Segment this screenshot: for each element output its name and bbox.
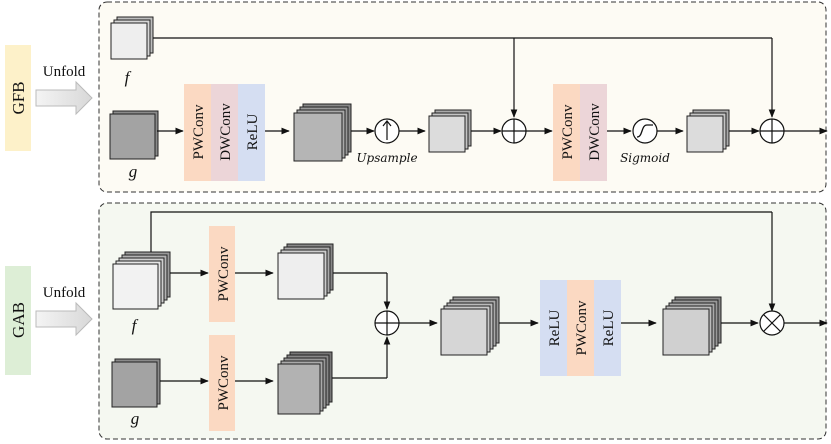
gab-f-block: [112, 251, 171, 310]
gfb-g-label: g: [129, 162, 138, 181]
gab-attn-feature-block: [662, 296, 722, 356]
gab-pwconv2-box: [567, 280, 594, 376]
gfb-feature-block-2: [428, 109, 472, 153]
gfb-upsample-label: Upsample: [356, 151, 417, 165]
gfb-unfold-arrow: [35, 80, 93, 116]
gfb-g-block: [109, 110, 159, 160]
gab-pwconv-f-label: PWConv: [216, 246, 232, 302]
gfb-feature-block-3: [686, 109, 730, 153]
add-icon-2: [759, 118, 785, 144]
sigmoid-icon: [632, 118, 658, 144]
gab-f-feature-block: [277, 243, 334, 300]
gab-label: GAB: [9, 302, 28, 338]
gab-pwconv-g-label: PWConv: [216, 355, 232, 411]
gab-f-label: f: [132, 316, 139, 335]
gab-pwconv-f-box: [209, 226, 235, 322]
gfb-pwconv2-label: PWConv: [560, 104, 576, 160]
gfb-label: GFB: [9, 81, 28, 114]
gfb-relu-box: [238, 84, 265, 181]
gab-unfold-label: Unfold: [43, 285, 86, 301]
gfb-pwconv-label: PWConv: [191, 104, 207, 160]
gfb-sigmoid-label: Sigmoid: [620, 151, 670, 165]
gfb-relu-label: ReLU: [245, 114, 261, 151]
gfb-pwconv2-box: [553, 84, 580, 181]
gfb-feature-block-1: [293, 103, 352, 162]
gab-label-box: [5, 266, 31, 375]
gfb-pwconv-box: [184, 84, 211, 181]
gab-g-block: [111, 358, 161, 408]
gab-sum-feature-block: [440, 296, 500, 356]
gfb-dwconv-box: [211, 84, 238, 181]
gfb-unfold-label: Unfold: [43, 64, 86, 80]
gfb-dwconv-label: DWConv: [218, 103, 234, 161]
gfb-f-block: [110, 16, 154, 60]
gab-relu1-label: ReLU: [547, 310, 563, 347]
gab-unfold-arrow: [35, 301, 93, 337]
gab-pwconv2-label: PWConv: [574, 300, 590, 356]
gab-relu2-label: ReLU: [601, 310, 617, 347]
gab-relu1-box: [540, 280, 567, 376]
gab-relu2-box: [594, 280, 621, 376]
gfb-label-box: [5, 45, 31, 151]
upsample-icon: [374, 118, 400, 144]
multiply-icon: [759, 310, 785, 336]
gab-g-feature-block: [277, 351, 333, 415]
add-icon-1: [501, 118, 527, 144]
add-icon-3: [374, 310, 400, 336]
gfb-panel: [98, 1, 827, 193]
gfb-dwconv2-label: DWConv: [587, 103, 603, 161]
gab-g-label: g: [131, 409, 140, 428]
gab-pwconv-g-box: [209, 335, 235, 431]
gfb-dwconv2-box: [580, 84, 607, 181]
gfb-f-label: f: [125, 68, 132, 87]
gab-f-skip-line: [150, 211, 772, 252]
